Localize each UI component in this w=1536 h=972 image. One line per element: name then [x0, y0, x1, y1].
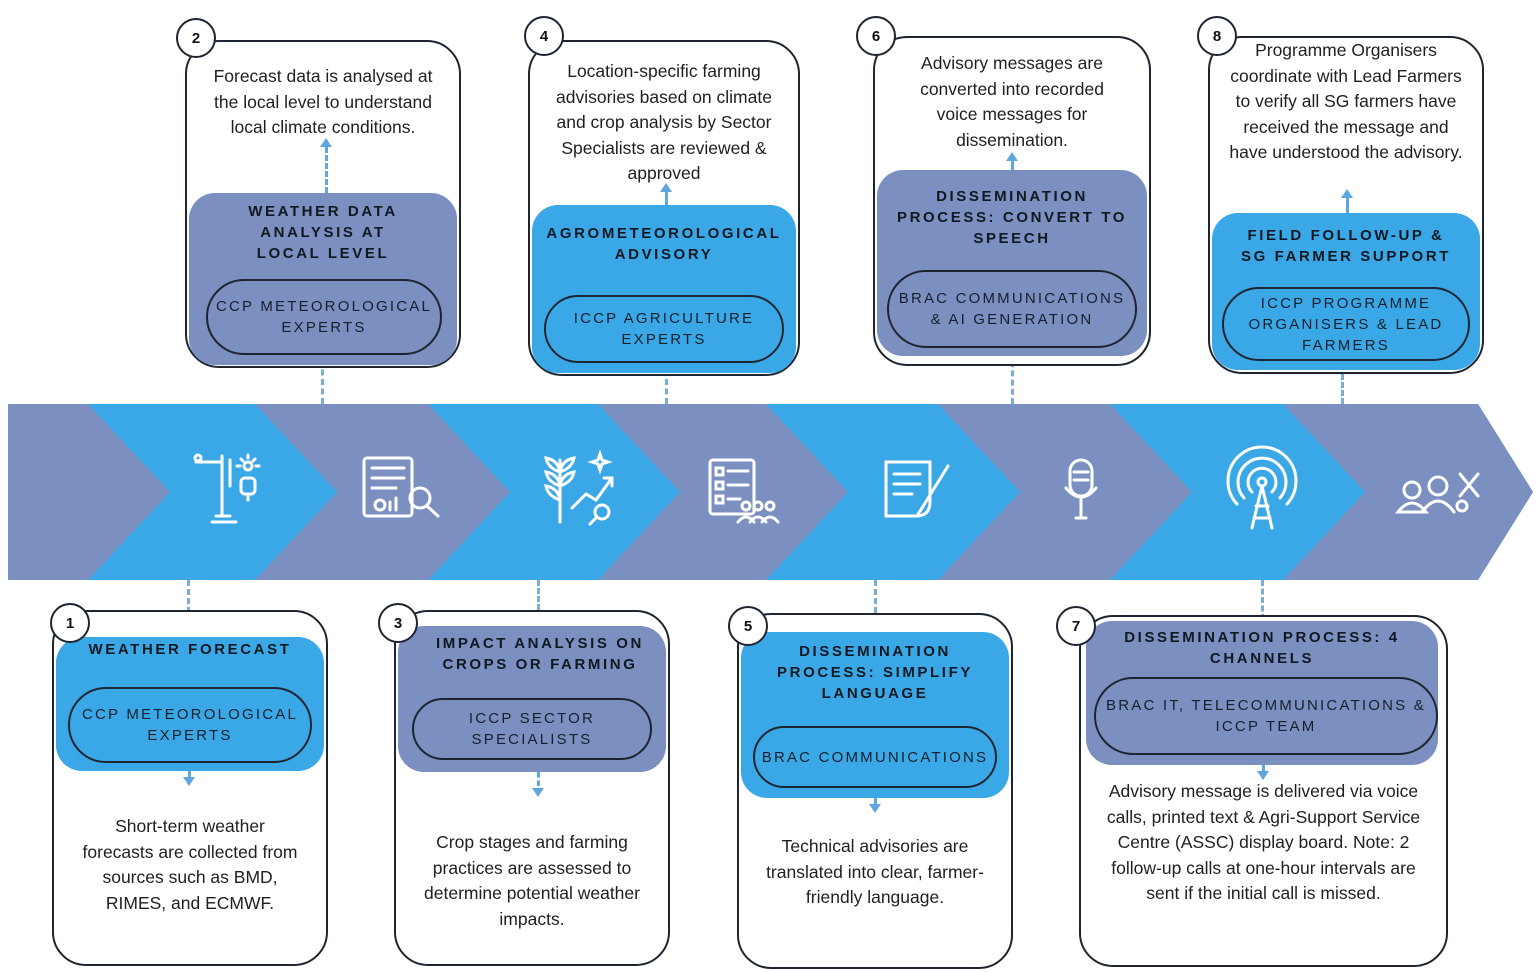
step-8-badge: 8	[1197, 16, 1237, 56]
step-6-actor: BRAC COMMUNICATIONS & AI GENERATION	[887, 270, 1137, 348]
step-2-arrow-head	[320, 138, 332, 147]
step-1-title: WEATHER FORECAST	[88, 641, 292, 658]
step-6-arrow-stem	[1011, 160, 1014, 170]
step-7-badge: 7	[1056, 606, 1096, 646]
crop-analysis-icon	[544, 449, 614, 526]
band-segment-2	[255, 404, 510, 580]
step-1-arrow-stem	[188, 771, 191, 777]
connector-step-8	[1341, 366, 1344, 404]
step-5-arrow-stem	[874, 798, 877, 804]
connector-step-3	[537, 580, 540, 626]
step-8-arrow-stem	[1346, 197, 1349, 213]
band-segment-8	[1283, 404, 1533, 580]
step-4-panel: AGROMETEOROLOGICAL ADVISORY ICCP AGRICUL…	[532, 205, 796, 373]
step-7-title: DISSEMINATION PROCESS: 4 CHANNELS	[1124, 629, 1400, 667]
connector-step-5	[874, 580, 877, 640]
step-4-badge: 4	[524, 16, 564, 56]
step-4-description: Location-specific farming advisories bas…	[556, 61, 772, 183]
step-1-panel: WEATHER FORECAST CCP METEOROLOGICAL EXPE…	[56, 637, 324, 771]
step-3-arrow-stem	[537, 772, 540, 786]
step-2-title: WEATHER DATA ANALYSIS AT LOCAL LEVEL	[248, 203, 398, 262]
connector-step-7	[1261, 580, 1264, 620]
microphone-icon	[1064, 458, 1098, 520]
broadcast-tower-icon	[1226, 445, 1298, 530]
step-6-arrow-head	[1006, 152, 1018, 161]
weather-station-icon	[193, 453, 261, 524]
connector-step-2	[321, 360, 324, 404]
step-5-actor: BRAC COMMUNICATIONS	[753, 726, 997, 788]
step-1-actor: CCP METEOROLOGICAL EXPERTS	[68, 687, 312, 763]
step-4-arrow-stem	[665, 191, 668, 205]
step-1-arrow-head	[183, 777, 195, 786]
step-6-panel: DISSEMINATION PROCESS: CONVERT TO SPEECH…	[877, 170, 1147, 356]
step-8-description: Programme Organisers coordinate with Lea…	[1229, 40, 1463, 162]
step-2-arrow-stem	[325, 147, 328, 193]
step-3-arrow-head	[532, 788, 544, 797]
step-7-description: Advisory message is delivered via voice …	[1106, 781, 1421, 903]
step-7-arrow-stem	[1262, 765, 1265, 771]
step-3-description: Crop stages and farming practices are as…	[424, 832, 640, 929]
step-1-badge: 1	[50, 603, 90, 643]
step-1-description: Short-term weather forecasts are collect…	[82, 816, 298, 913]
step-5-badge: 5	[728, 606, 768, 646]
data-report-magnifier-icon	[362, 456, 440, 518]
step-4-actor: ICCP AGRICULTURE EXPERTS	[544, 295, 784, 363]
step-7-panel: DISSEMINATION PROCESS: 4 CHANNELS BRAC I…	[1086, 621, 1438, 765]
step-2-description: Forecast data is analysed at the local l…	[213, 66, 433, 137]
step-5-title: DISSEMINATION PROCESS: SIMPLIFY LANGUAGE	[777, 643, 973, 702]
step-8-arrow-head	[1341, 189, 1353, 198]
step-3-badge: 3	[378, 603, 418, 643]
checklist-team-icon	[708, 458, 780, 524]
step-5-panel: DISSEMINATION PROCESS: SIMPLIFY LANGUAGE…	[741, 632, 1009, 798]
band-segment-4	[598, 404, 848, 580]
band-segment-start	[8, 404, 170, 580]
connector-step-6	[1011, 352, 1014, 404]
step-4-arrow-head	[660, 183, 672, 192]
step-8-panel: FIELD FOLLOW-UP & SG FARMER SUPPORT ICCP…	[1212, 213, 1480, 370]
step-3-actor: ICCP SECTOR SPECIALISTS	[412, 698, 652, 760]
step-6-title: DISSEMINATION PROCESS: CONVERT TO SPEECH	[897, 188, 1127, 247]
step-3-title: IMPACT ANALYSIS ON CROPS OR FARMING	[436, 635, 644, 673]
step-5-description: Technical advisories are translated into…	[766, 836, 984, 907]
step-7-arrow-head	[1257, 771, 1269, 780]
connector-step-4	[665, 360, 668, 404]
team-tools-icon	[1394, 472, 1480, 514]
step-8-actor: ICCP PROGRAMME ORGANISERS & LEAD FARMERS	[1222, 287, 1470, 361]
step-4-title: AGROMETEOROLOGICAL ADVISORY	[546, 225, 782, 263]
step-2-actor: CCP METEOROLOGICAL EXPERTS	[206, 279, 442, 355]
step-2-panel: WEATHER DATA ANALYSIS AT LOCAL LEVEL CCP…	[189, 193, 457, 365]
band-segment-6	[938, 404, 1192, 580]
step-8-title: FIELD FOLLOW-UP & SG FARMER SUPPORT	[1240, 227, 1452, 265]
step-6-badge: 6	[856, 16, 896, 56]
step-7-actor: BRAC IT, TELECOMMUNICATIONS & ICCP TEAM	[1094, 677, 1438, 755]
step-2-badge: 2	[176, 18, 216, 58]
step-6-description: Advisory messages are converted into rec…	[920, 53, 1104, 150]
step-3-panel: IMPACT ANALYSIS ON CROPS OR FARMING ICCP…	[398, 626, 666, 772]
document-pen-icon	[884, 460, 950, 518]
step-5-arrow-head	[869, 804, 881, 813]
